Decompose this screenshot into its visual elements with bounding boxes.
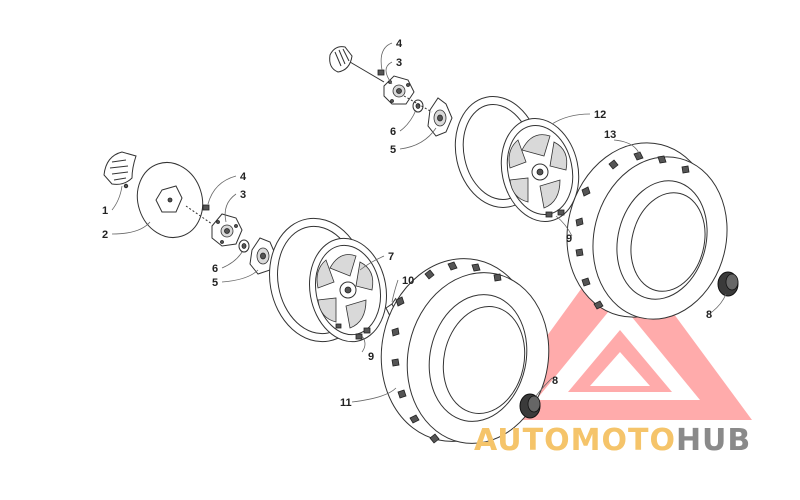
leader-lines <box>111 42 727 403</box>
front-tire-11 <box>380 258 550 444</box>
left-bearing-6 <box>238 239 250 253</box>
callout-1: 1 <box>102 205 108 217</box>
callout-5-upper: 5 <box>390 144 396 156</box>
callout-6-left: 6 <box>212 263 218 275</box>
rear-tire-13 <box>566 142 728 320</box>
rear-lugnut-8 <box>717 271 739 297</box>
callout-3-left: 3 <box>240 189 246 201</box>
rear-rim-12 <box>454 96 580 222</box>
upper-hub-3 <box>383 75 415 105</box>
watermark-logo <box>486 238 752 420</box>
callout-8-rear: 8 <box>706 309 712 321</box>
callout-2: 2 <box>102 229 108 241</box>
callout-9-rear: 9 <box>566 233 572 245</box>
watermark-brand-part2: HUB <box>676 423 751 458</box>
left-hub-3 <box>211 213 243 247</box>
brake-caliper-1 <box>103 151 137 189</box>
callout-4-upper: 4 <box>396 38 403 50</box>
callout-8-front: 8 <box>552 375 558 387</box>
upper-flange-5 <box>427 97 453 137</box>
upper-axle-stub <box>329 46 385 83</box>
upper-hub-nut-4 <box>377 69 385 76</box>
front-lugnut-8 <box>519 393 541 419</box>
left-hub-nut-4 <box>202 204 210 211</box>
callout-12: 12 <box>594 109 606 121</box>
callout-7: 7 <box>388 251 394 263</box>
callout-3-upper: 3 <box>396 57 402 69</box>
callout-5-left: 5 <box>212 277 218 289</box>
callout-13: 13 <box>604 129 616 141</box>
callout-11: 11 <box>340 397 352 409</box>
callout-4-left: 4 <box>240 171 247 183</box>
callout-9-front: 9 <box>368 351 374 363</box>
callout-10: 10 <box>402 275 414 287</box>
callout-6-upper: 6 <box>390 126 396 138</box>
rear-nuts-9 <box>545 209 565 218</box>
watermark-brand-part1: AUTOMOTO <box>474 423 676 458</box>
front-rim-7 <box>269 217 387 343</box>
brake-disc-2 <box>136 162 204 238</box>
watermark-brand: AUTOMOTOHUB <box>474 423 751 458</box>
